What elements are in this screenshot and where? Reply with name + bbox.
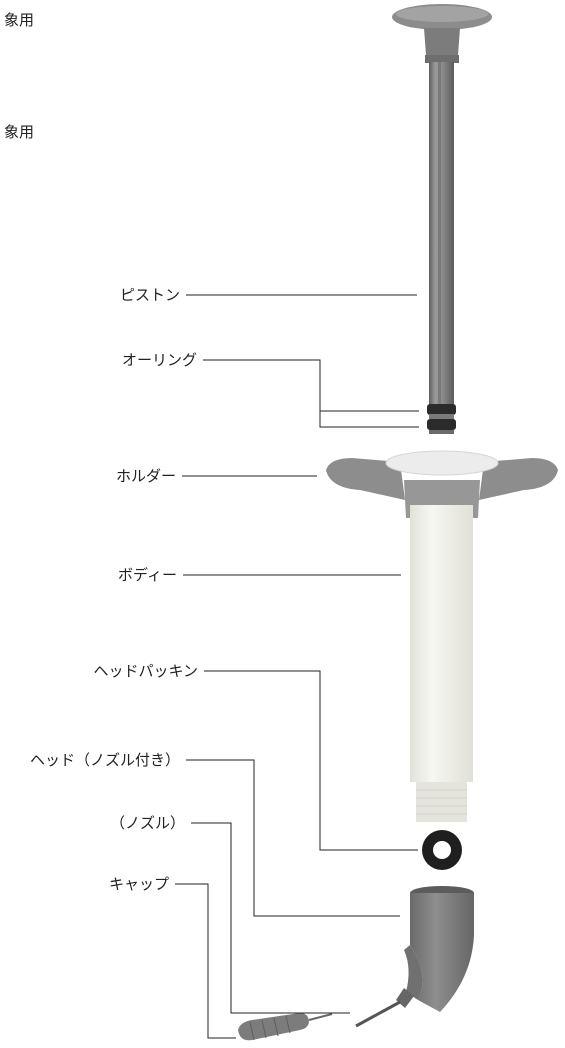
leader-head bbox=[186, 759, 400, 917]
leader-oring-2 bbox=[319, 411, 419, 428]
leader-nozzle bbox=[191, 822, 350, 1014]
label-cap: キャップ bbox=[109, 875, 169, 893]
head-packing-part bbox=[422, 830, 462, 870]
body-part bbox=[410, 505, 473, 822]
head-part bbox=[404, 886, 474, 1012]
leader-oring bbox=[203, 359, 419, 412]
label-piston: ピストン bbox=[120, 286, 180, 304]
part-labels: ピストン オーリング ホルダー ボディー ヘッドパッキン ヘッド（ノズル付き） … bbox=[30, 286, 198, 893]
o-ring-part bbox=[427, 404, 456, 434]
label-head-packing: ヘッドパッキン bbox=[93, 662, 198, 680]
cap-part bbox=[238, 1013, 333, 1041]
leader-lines bbox=[175, 294, 419, 1039]
label-holder: ホルダー bbox=[116, 467, 176, 485]
header-text-line1: 象用 bbox=[4, 11, 34, 29]
leader-cap bbox=[175, 883, 236, 1039]
label-body: ボディー bbox=[118, 566, 177, 584]
leader-head-packing bbox=[204, 670, 418, 851]
piston-part bbox=[392, 4, 492, 412]
label-o-ring: オーリング bbox=[122, 351, 197, 369]
header-text-line2: 象用 bbox=[4, 123, 34, 141]
label-nozzle: （ノズル） bbox=[110, 814, 185, 832]
nozzle-part bbox=[355, 988, 414, 1028]
label-head-with-nozzle: ヘッド（ノズル付き） bbox=[30, 751, 180, 769]
